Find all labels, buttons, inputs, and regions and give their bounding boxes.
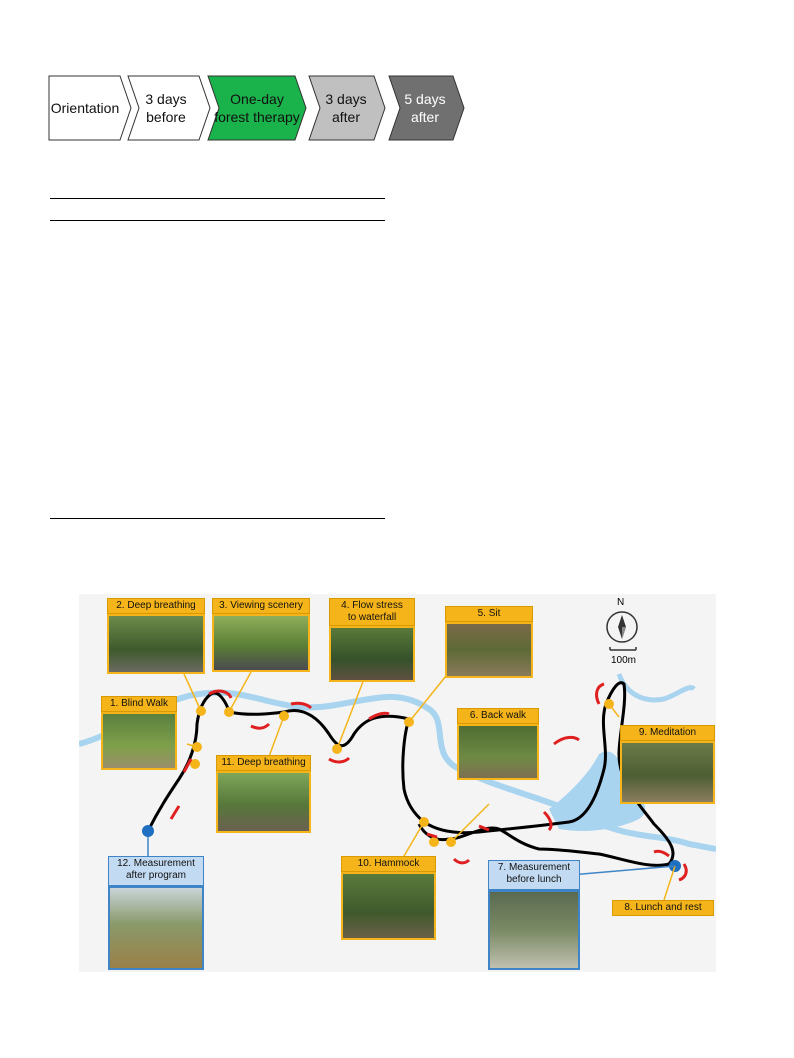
stop-1b [190, 759, 200, 769]
step-label-3-days-after: 3 days after [325, 91, 367, 125]
photo-deep-breathing-2 [216, 771, 311, 833]
label-stop-3: 3. Viewing scenery [212, 598, 310, 614]
compass-letter: N [617, 597, 625, 608]
photo-measurement-after [108, 886, 204, 970]
label-stop-8: 8. Lunch and rest [612, 900, 714, 916]
course-map: N 100m 2. Deep breathing 3. Viewing scen… [79, 594, 716, 972]
photo-hammock [341, 872, 436, 940]
label-stop-2: 2. Deep breathing [107, 598, 205, 614]
step-arrow-3-days-before [127, 75, 211, 141]
label-stop-10: 10. Hammock [341, 856, 436, 872]
label-stop-6: 6. Back walk [457, 708, 539, 724]
label-stop-11: 11. Deep breathing [216, 755, 311, 771]
river-branch [616, 673, 696, 703]
schedule-arrows [48, 75, 465, 141]
step-arrow-5-days-after [388, 75, 465, 141]
step-label-forest-therapy: One-day forest therapy [214, 91, 300, 125]
step-label-3-days-before: 3 days before [145, 91, 187, 125]
table-header-rule [50, 220, 385, 221]
leader-lines [183, 665, 676, 901]
stop-12 [142, 825, 154, 837]
table-bottom-rule [50, 518, 385, 519]
step-arrow-forest-therapy [207, 75, 307, 141]
compass-icon [606, 611, 638, 651]
scale-label: 100m [611, 655, 637, 666]
table-top-rule [50, 198, 385, 199]
photo-deep-breathing [107, 614, 205, 674]
photo-measurement-before [488, 890, 580, 970]
label-stop-4: 4. Flow stress to waterfall [329, 598, 415, 626]
stop-6a [429, 837, 439, 847]
step-arrow-3-days-after [308, 75, 386, 141]
photo-sit [445, 622, 533, 678]
photo-viewing-scenery [212, 614, 310, 672]
step-label-orientation: Orientation [50, 100, 120, 116]
direction-arrows [169, 682, 688, 882]
photo-meditation [620, 741, 715, 804]
label-stop-5: 5. Sit [445, 606, 533, 622]
label-stop-1: 1. Blind Walk [101, 696, 177, 712]
photo-blind-walk [101, 712, 177, 770]
schedule-flow: Orientation 3 days before One-day forest… [0, 0, 794, 160]
label-stop-7: 7. Measurement before lunch [488, 860, 580, 890]
label-stop-12: 12. Measurement after program [108, 856, 204, 886]
step-arrow-orientation [48, 75, 132, 141]
photo-waterfall [329, 626, 415, 682]
route-svg [79, 665, 716, 901]
step-label-5-days-after: 5 days after [404, 91, 446, 125]
label-stop-9: 9. Meditation [620, 725, 715, 741]
photo-back-walk [457, 724, 539, 780]
